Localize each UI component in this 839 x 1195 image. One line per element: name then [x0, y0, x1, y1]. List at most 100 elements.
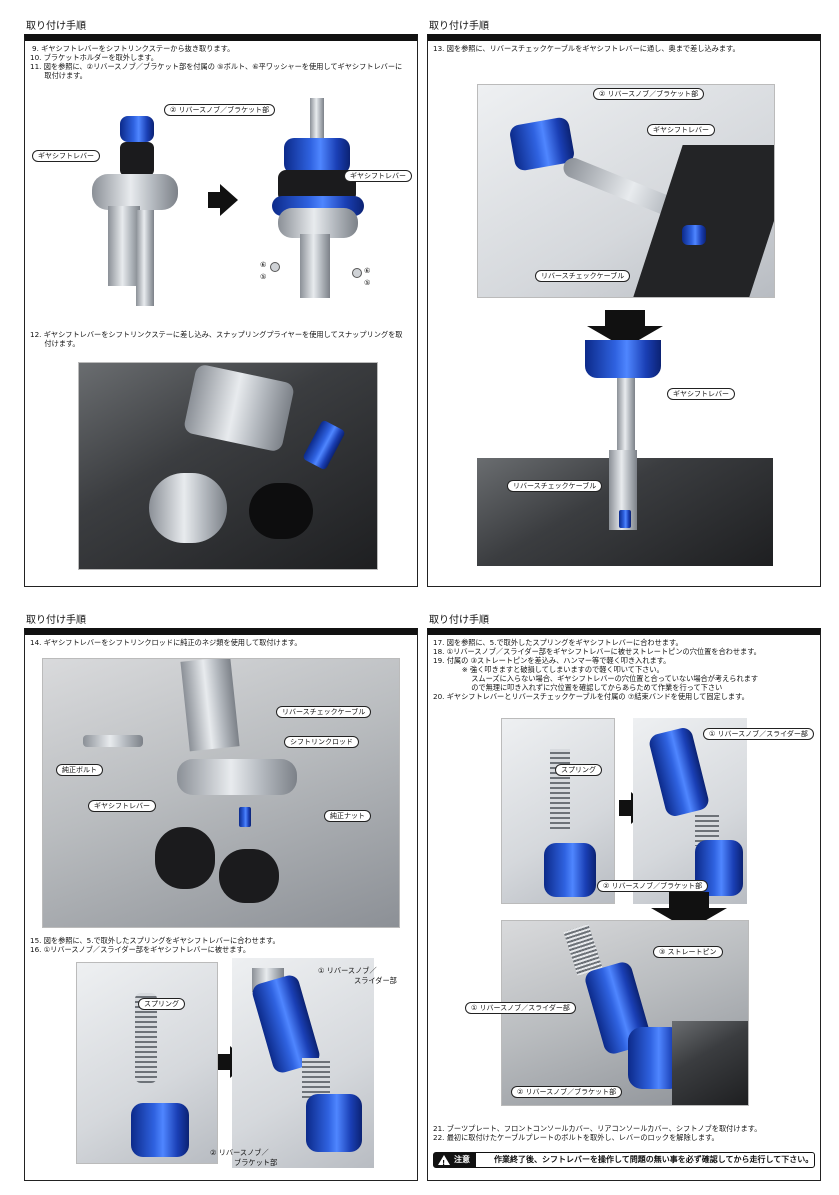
- blue-bracket: [131, 1103, 189, 1157]
- callout-bolt: 純正ボルト: [56, 764, 103, 776]
- warning-label-text: 注意: [454, 1155, 470, 1164]
- stud: [310, 98, 324, 140]
- lever-shaft-2: [136, 210, 154, 306]
- panel-title: 取り付け手順: [26, 21, 86, 32]
- step-21: 21. ブーツプレート、フロントコンソールカバー、リアコンソールカバー、シフトノ…: [433, 1124, 762, 1133]
- lever-plate: [92, 174, 178, 210]
- callout-bracket-1: ② リバースノブ／: [210, 1148, 269, 1157]
- blue-band: [302, 419, 346, 471]
- step-16: 16. ①リバースノブ／スライダー部をギヤシフトレバーに被せます。: [30, 945, 251, 954]
- photo-shift-link: [42, 658, 400, 928]
- blue-band: [239, 807, 251, 827]
- warning-text: 作業終了後、シフトレバーを操作して問題の無い事を必ず確認してから走行して下さい。: [494, 1155, 814, 1164]
- callout-slider-2: ① リバースノブ／スライダー部: [465, 1002, 576, 1014]
- photo-lever-before: [84, 110, 184, 310]
- arrow-right: [208, 184, 238, 216]
- label-6a: ⑥: [260, 260, 267, 269]
- panel-top-left: 取り付け手順 9. ギヤシフトレバーをシフトリンクステーから抜き取ります。 10…: [24, 20, 418, 587]
- spring: [550, 749, 570, 829]
- callout-bracket: ② リバースノブ／ブラケット部: [597, 880, 709, 892]
- panel-title: 取り付け手順: [429, 615, 489, 626]
- bolt: [83, 735, 143, 747]
- step-19-note-2: スムーズに入らない場合、ギヤシフトレバーの穴位置と合っていない場合が考えられます: [433, 674, 759, 683]
- warning-bar: 注意 作業終了後、シフトレバーを操作して問題の無い事を必ず確認してから走行して下…: [433, 1152, 815, 1170]
- callout-spring: スプリング: [138, 998, 185, 1010]
- step-10: 10. ブラケットホルダーを取外します。: [30, 53, 158, 62]
- blue-bracket: [306, 1094, 362, 1152]
- step-18: 18. ①リバースノブ／スライダー部をギヤシフトレバーに被せストレートピンの穴位…: [433, 647, 761, 656]
- step-19: 19. 付属の ③ストレートピンを差込み、ハンマー等で軽く叩き入れます。: [433, 656, 671, 665]
- blue-bracket: [544, 843, 596, 897]
- step-17: 17. 図を参照に、5.で取外したスプリングをギヤシフトレバーに合わせます。: [433, 638, 683, 647]
- spring: [135, 993, 157, 1083]
- step-12: 12. ギヤシフトレバーをシフトリンクステーに差し込み、スナップリングプライヤー…: [30, 330, 403, 339]
- photo-snap-ring: [78, 362, 378, 570]
- warning-label: 注意: [434, 1153, 476, 1170]
- panel-bottom-left: 取り付け手順 14. ギヤシフトレバーをシフトリンクロッドに純正のネジ類を使用し…: [24, 614, 418, 1181]
- shift-hole: [149, 473, 227, 543]
- step-9: 9. ギヤシフトレバーをシフトリンクステーから抜き取ります。: [32, 44, 235, 53]
- panel-top-right: 取り付け手順 13. 図を参照に、リバースチェックケーブルをギヤシフトレバーに通…: [427, 20, 821, 587]
- callout-cable-1: リバースチェックケーブル: [535, 270, 631, 282]
- panel-title: 取り付け手順: [429, 21, 489, 32]
- callout-nut: 純正ナット: [324, 810, 371, 822]
- thread: [563, 924, 603, 976]
- panel-bottom-right: 取り付け手順 17. 図を参照に、5.で取外したスプリングをギヤシフトレバーに合…: [427, 614, 821, 1181]
- black-collar: [120, 142, 154, 176]
- step-11: 11. 図を参照に、②リバースノブ／ブラケット部を付属の ⑤ボルト、⑥平ワッシャ…: [30, 62, 403, 71]
- lever-body: [182, 363, 296, 453]
- step-13: 13. 図を参照に、リバースチェックケーブルをギヤシフトレバーに通し、奥まで差し…: [433, 44, 740, 53]
- callout-cable-2: リバースチェックケーブル: [507, 480, 603, 492]
- callout-slider-1: ① リバースノブ／: [318, 966, 377, 975]
- lever-shaft: [108, 206, 140, 286]
- blue-cable-band: [619, 510, 631, 528]
- callout-lever-left: ギヤシフトレバー: [32, 150, 100, 162]
- photo-cable-insert: [477, 84, 775, 298]
- blue-slider: [647, 725, 711, 819]
- callout-spring: スプリング: [555, 764, 602, 776]
- photo-spring-align: [501, 718, 615, 904]
- step-19-note-3: ので無理に叩き入れずに穴位置を確認してからあらためて作業を行って下さい: [433, 683, 723, 692]
- callout-cable: リバースチェックケーブル: [276, 706, 372, 718]
- photo-lever-installed: [477, 340, 773, 566]
- lever-plate: [278, 208, 358, 238]
- photo-slider: [232, 958, 374, 1168]
- warning-triangle-icon: [438, 1155, 450, 1170]
- blue-bushing: [120, 116, 154, 142]
- step-20: 20. ギヤシフトレバーとリバースチェックケーブルを付属の ⑦結束バンドを使用し…: [433, 692, 749, 701]
- callout-lever-1: ギヤシフトレバー: [647, 124, 715, 136]
- callout-bracket: ② リバースノブ／ブラケット部: [164, 104, 276, 116]
- blue-knob-base: [585, 340, 661, 378]
- callout-slider-2: スライダー部: [354, 976, 397, 985]
- callout-bracket-2: ブラケット部: [234, 1158, 278, 1167]
- label-5b: ⑤: [364, 278, 371, 287]
- lever-top: [180, 659, 240, 752]
- boot: [219, 849, 279, 903]
- bolt-icon: [352, 268, 362, 278]
- photo-spring: [76, 962, 218, 1164]
- step-15: 15. 図を参照に、5.で取外したスプリングをギヤシフトレバーに合わせます。: [30, 936, 280, 945]
- photo-slider-fit: [633, 718, 747, 904]
- step-19-note-1: ※ 強く叩きますと破損してしまいますので軽く叩いて下さい。: [433, 665, 664, 674]
- callout-pin: ③ ストレートピン: [653, 946, 723, 958]
- console: [633, 145, 774, 297]
- blue-cable-tip: [682, 225, 706, 245]
- floor: [672, 1021, 748, 1105]
- step-22: 22. 最初に取付けたケーブルプレートのボルトを取外し、レバーのロックを解除しま…: [433, 1133, 719, 1142]
- label-6b: ⑥: [364, 266, 371, 275]
- panel-title: 取り付け手順: [26, 615, 86, 626]
- lever-shaft: [617, 378, 635, 458]
- step-12-cont: 付けます。: [30, 339, 80, 348]
- boot: [249, 483, 313, 539]
- callout-rod: シフトリンクロッド: [284, 736, 359, 748]
- lever-shaft: [300, 234, 330, 298]
- callout-lever: ギヤシフトレバー: [88, 800, 156, 812]
- bolt-icon: [270, 262, 280, 272]
- step-14: 14. ギヤシフトレバーをシフトリンクロッドに純正のネジ類を使用して取付けます。: [30, 638, 302, 647]
- callout-lever-2: ギヤシフトレバー: [667, 388, 735, 400]
- boot-hole: [155, 827, 215, 889]
- callout-slider: ① リバースノブ／スライダー部: [703, 728, 814, 740]
- label-5a: ⑤: [260, 272, 267, 281]
- spring: [302, 1058, 330, 1098]
- step-11-cont: 取付けます。: [30, 71, 87, 80]
